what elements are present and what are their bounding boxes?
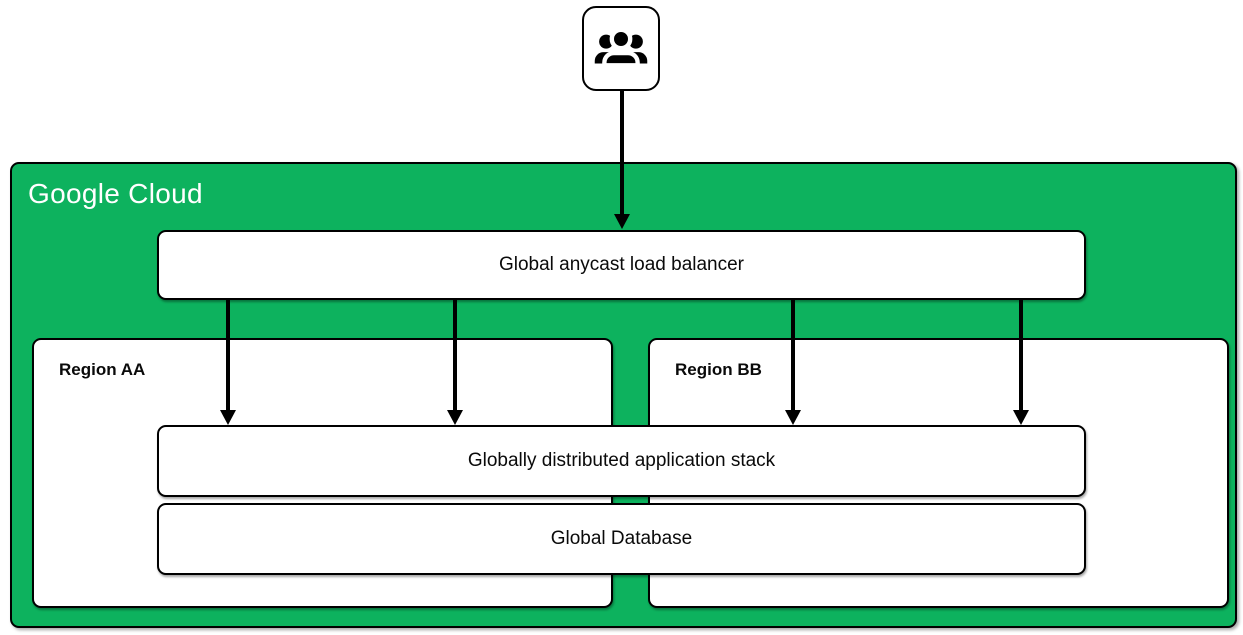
arrow-users-to-lb-head bbox=[614, 214, 630, 229]
region-aa-label: Region AA bbox=[59, 360, 146, 379]
arrow-lb-to-stack-1-head bbox=[220, 410, 236, 425]
arrow-lb-to-stack-4-head bbox=[1013, 410, 1029, 425]
arrow-lb-to-stack-3-line bbox=[791, 300, 795, 411]
app-stack-box: Globally distributed application stack bbox=[157, 425, 1086, 497]
users-node bbox=[582, 6, 660, 91]
global-database-box: Global Database bbox=[157, 503, 1086, 575]
region-bb-label: Region BB bbox=[675, 360, 762, 379]
arrow-lb-to-stack-2-head bbox=[447, 410, 463, 425]
arrow-lb-to-stack-1-line bbox=[226, 300, 230, 411]
google-cloud-title: Google Cloud bbox=[28, 178, 203, 209]
global-database-label: Global Database bbox=[550, 528, 693, 549]
arrow-lb-to-stack-4-line bbox=[1019, 300, 1023, 411]
arrow-users-to-lb-line bbox=[620, 91, 624, 215]
app-stack-label: Globally distributed application stack bbox=[467, 450, 776, 471]
arrow-lb-to-stack-2-line bbox=[453, 300, 457, 411]
load-balancer-box: Global anycast load balancer bbox=[157, 230, 1086, 300]
users-icon bbox=[593, 21, 649, 76]
load-balancer-label: Global anycast load balancer bbox=[498, 254, 745, 275]
arrow-lb-to-stack-3-head bbox=[785, 410, 801, 425]
